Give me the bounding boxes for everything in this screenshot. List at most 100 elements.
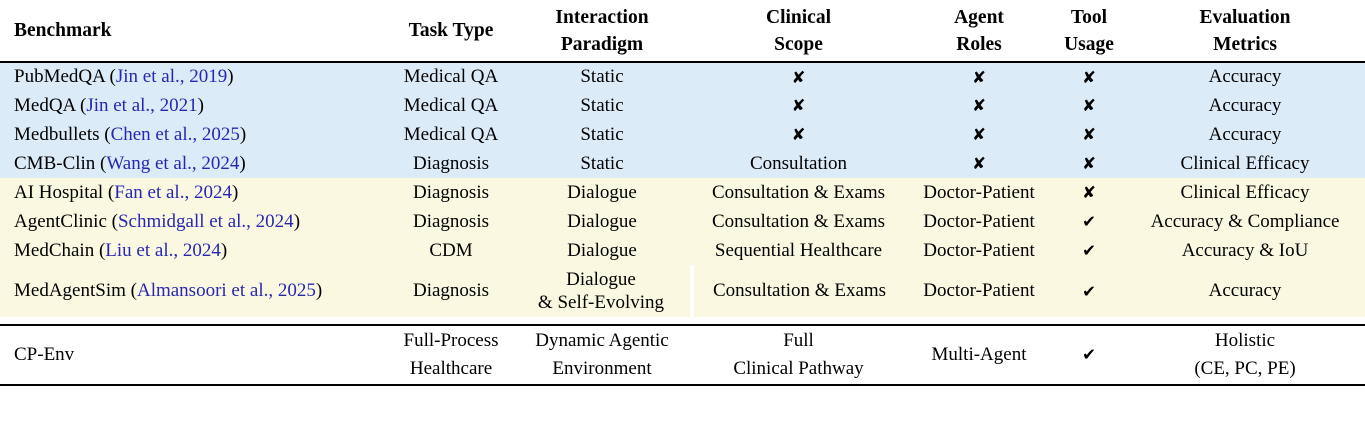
citation-link[interactable]: Almansoori et al., 2025	[136, 280, 316, 301]
table-row-cp-env: CP-Env Full-Process Healthcare Dynamic A…	[0, 324, 1365, 386]
section-divider-gap	[0, 317, 1365, 325]
tool-usage-cell: ✘	[1053, 91, 1125, 120]
task-type-cell: Medical QA	[390, 91, 512, 120]
table-row-pubmedqa: PubMedQA (Jin et al., 2019) Medical QA S…	[0, 62, 1365, 91]
benchmark-name-suffix: )	[227, 66, 234, 87]
task-type-cell: Diagnosis	[390, 178, 512, 207]
citation-link[interactable]: Liu et al., 2024	[105, 239, 221, 261]
col-header-clinical-scope: Clinical Scope	[692, 0, 905, 63]
evaluation-metrics-cell: Holistic (CE, PC, PE)	[1125, 324, 1365, 386]
table-row-cmb-clin: CMB-Clin (Wang et al., 2024) Diagnosis S…	[0, 149, 1365, 178]
interaction-paradigm-cell: Static	[512, 91, 692, 120]
evaluation-metrics-cell: Clinical Efficacy	[1125, 149, 1365, 178]
evaluation-metrics-cell: Clinical Efficacy	[1125, 178, 1365, 207]
agent-roles-cell: Doctor-Patient	[905, 265, 1053, 317]
clinical-scope-cell: Consultation & Exams	[692, 265, 905, 317]
task-type-cell: CDM	[390, 236, 512, 265]
task-type-cell: Medical QA	[390, 120, 512, 149]
benchmark-name-suffix: )	[239, 123, 247, 145]
table-row-medagentsim: MedAgentSim (Almansoori et al., 2025) Di…	[0, 265, 1365, 317]
benchmark-cell: CMB-Clin (Wang et al., 2024)	[0, 149, 390, 178]
evaluation-metrics-cell: Accuracy & IoU	[1125, 236, 1365, 265]
evaluation-metrics-cell: Accuracy	[1125, 265, 1365, 317]
benchmark-name-suffix: )	[231, 181, 239, 203]
tool-usage-cell: ✔	[1053, 324, 1125, 386]
clinical-scope-cell: ✘	[692, 62, 905, 91]
benchmark-name: MedQA (	[14, 94, 87, 116]
agent-roles-cell: ✘	[905, 62, 1053, 91]
clinical-scope-cell: Consultation & Exams	[692, 178, 905, 207]
interaction-paradigm-cell: Static	[512, 149, 692, 178]
benchmark-cell: MedQA (Jin et al., 2021)	[0, 91, 390, 120]
task-type-cell: Diagnosis	[390, 207, 512, 236]
benchmark-name: PubMedQA (	[14, 66, 116, 87]
benchmark-cell: AI Hospital (Fan et al., 2024)	[0, 178, 390, 207]
clinical-scope-cell: ✘	[692, 91, 905, 120]
agent-roles-cell: ✘	[905, 91, 1053, 120]
benchmark-cell: PubMedQA (Jin et al., 2019)	[0, 62, 390, 91]
interaction-paradigm-cell: Dialogue	[512, 207, 692, 236]
benchmark-comparison-table: Benchmark Task Type Interaction Paradigm…	[0, 0, 1365, 386]
interaction-paradigm-cell: Dialogue & Self-Evolving	[512, 265, 694, 317]
benchmark-name: Medbullets (	[14, 123, 111, 145]
header-row: Benchmark Task Type Interaction Paradigm…	[0, 0, 1365, 63]
tool-usage-cell: ✘	[1053, 62, 1125, 91]
benchmark-cell: MedAgentSim (Almansoori et al., 2025)	[0, 265, 390, 317]
table-row-medchain: MedChain (Liu et al., 2024) CDM Dialogue…	[0, 236, 1365, 265]
task-type-cell: Diagnosis	[390, 149, 512, 178]
evaluation-metrics-cell: Accuracy & Compliance	[1125, 207, 1365, 236]
citation-link[interactable]: Jin et al., 2021	[86, 94, 198, 116]
col-header-tool-usage: Tool Usage	[1053, 0, 1125, 63]
benchmark-name-suffix: )	[239, 152, 246, 174]
agent-roles-cell: Doctor-Patient	[905, 207, 1053, 236]
interaction-paradigm-cell: Static	[512, 120, 692, 149]
benchmark-cell: CP-Env	[0, 324, 390, 386]
benchmark-name-suffix: )	[315, 280, 323, 301]
clinical-scope-cell: Consultation	[692, 149, 905, 178]
agent-roles-cell: ✘	[905, 120, 1053, 149]
col-header-task-type: Task Type	[390, 0, 512, 63]
citation-link[interactable]: Jin et al., 2019	[115, 66, 228, 87]
tool-usage-cell: ✘	[1053, 178, 1125, 207]
interaction-paradigm-cell: Dialogue	[512, 236, 692, 265]
task-type-cell: Medical QA	[390, 62, 512, 91]
benchmark-cell: MedChain (Liu et al., 2024)	[0, 236, 390, 265]
agent-roles-cell: ✘	[905, 149, 1053, 178]
table-row-medbullets: Medbullets (Chen et al., 2025) Medical Q…	[0, 120, 1365, 149]
clinical-scope-cell: Consultation & Exams	[692, 207, 905, 236]
benchmark-name-suffix: )	[197, 94, 204, 116]
benchmark-name: CMB-Clin (	[14, 152, 107, 174]
col-header-benchmark: Benchmark	[0, 0, 390, 63]
table-row-agentclinic: AgentClinic (Schmidgall et al., 2024) Di…	[0, 207, 1365, 236]
tool-usage-cell: ✔	[1053, 265, 1125, 317]
agent-roles-cell: Doctor-Patient	[905, 236, 1053, 265]
tool-usage-cell: ✘	[1053, 120, 1125, 149]
col-header-interaction-paradigm: Interaction Paradigm	[512, 0, 692, 63]
benchmark-name: CP-Env	[14, 344, 75, 365]
tool-usage-cell: ✔	[1053, 236, 1125, 265]
interaction-paradigm-cell: Static	[512, 62, 692, 91]
clinical-scope-cell: ✘	[692, 120, 905, 149]
clinical-scope-cell: Sequential Healthcare	[692, 236, 905, 265]
clinical-scope-cell: Full Clinical Pathway	[692, 324, 905, 386]
benchmark-name: AI Hospital (	[14, 181, 115, 203]
table-row-medqa: MedQA (Jin et al., 2021) Medical QA Stat…	[0, 91, 1365, 120]
citation-link[interactable]: Schmidgall et al., 2024	[117, 210, 294, 232]
interaction-paradigm-cell: Dynamic Agentic Environment	[512, 324, 692, 386]
benchmark-name-suffix: )	[220, 239, 228, 261]
col-header-evaluation-metrics: Evaluation Metrics	[1125, 0, 1365, 63]
agent-roles-cell: Multi-Agent	[905, 324, 1053, 386]
table-row-ai-hospital: AI Hospital (Fan et al., 2024) Diagnosis…	[0, 178, 1365, 207]
tool-usage-cell: ✘	[1053, 149, 1125, 178]
tool-usage-cell: ✔	[1053, 207, 1125, 236]
interaction-paradigm-cell: Dialogue	[512, 178, 692, 207]
citation-link[interactable]: Wang et al., 2024	[106, 152, 240, 174]
benchmark-name-suffix: )	[293, 210, 301, 232]
evaluation-metrics-cell: Accuracy	[1125, 91, 1365, 120]
task-type-cell: Full-Process Healthcare	[390, 324, 512, 386]
benchmark-cell: AgentClinic (Schmidgall et al., 2024)	[0, 207, 390, 236]
benchmark-name: MedAgentSim (	[14, 280, 137, 301]
citation-link[interactable]: Chen et al., 2025	[110, 123, 240, 145]
citation-link[interactable]: Fan et al., 2024	[114, 181, 232, 203]
